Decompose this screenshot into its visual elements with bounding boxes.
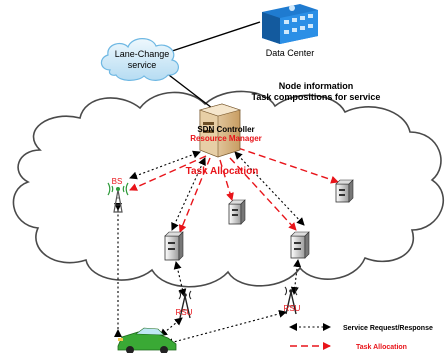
request-link-server-rsu-left (173, 261, 187, 297)
rsu-left-label: RSU (176, 308, 193, 317)
request-link-car-rsu-left (159, 317, 183, 337)
task-arrow-server-mid (219, 159, 234, 201)
bs-label: BS (112, 177, 123, 186)
link-cloud-sdn (164, 71, 213, 109)
resource-manager-label: Resource Manager (190, 134, 262, 143)
server-icon (290, 231, 310, 259)
request-link-bs (129, 150, 201, 180)
lane-change-label-2: service (128, 60, 157, 70)
rsu-antenna-icon (178, 290, 192, 319)
task-compositions-heading: Task compositions for service (252, 92, 381, 102)
sdn-controller-server-icon (198, 103, 242, 158)
link-cloud-datacenter (159, 21, 261, 56)
legend-request-label: Service Request/Response (343, 325, 433, 332)
cloud-icon (100, 38, 179, 81)
legend: Service Request/Response Task Allocation (289, 323, 433, 351)
task-allocation-label: Task Allocation (186, 166, 259, 177)
car-icon (117, 327, 177, 353)
request-link-server-rsu-right (290, 259, 302, 295)
legend-task-label: Task Allocation (356, 344, 407, 351)
base-station-icon (107, 182, 129, 213)
lane-change-label-1: Lane-Change (115, 49, 170, 59)
server-icon (228, 199, 246, 225)
sdn-controller-label: SDN Controller (197, 125, 254, 134)
request-link-server-right (234, 151, 305, 226)
rsu-antenna-icon (284, 286, 298, 315)
node-info-heading: Node information (279, 81, 354, 91)
data-center-label: Data Center (266, 48, 315, 58)
server-icon (164, 231, 184, 261)
rsu-right-label: RSU (284, 304, 301, 313)
data-center-icon (262, 4, 318, 44)
server-icon (335, 179, 354, 203)
